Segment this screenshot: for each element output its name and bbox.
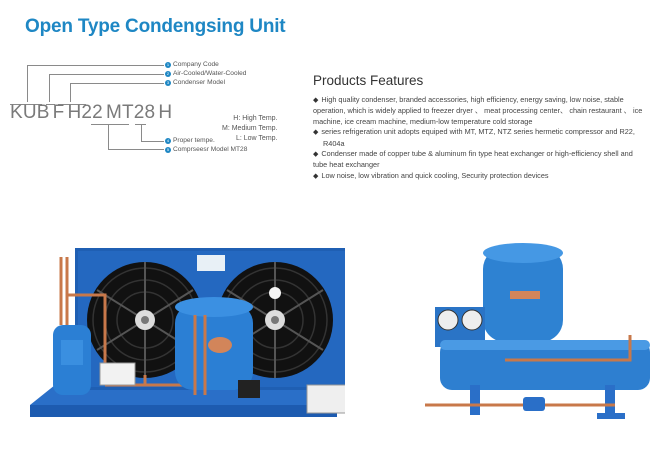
connector-line: [49, 74, 164, 75]
code-cooling: F: [52, 102, 65, 123]
number-badge-icon: 4: [165, 137, 171, 144]
code-temp: H: [158, 102, 173, 123]
diamond-bullet-icon: ◆: [313, 97, 319, 104]
connector-line: [27, 65, 164, 66]
code-company: KUB: [10, 102, 50, 123]
legend-proper-temp: 4 Proper tempe.: [165, 137, 215, 144]
temperature-key: H: High Temp. M: Medium Temp. L: Low Tem…: [222, 114, 278, 144]
overline: [46, 104, 55, 105]
number-badge-icon: 3: [165, 79, 171, 86]
page-title: Open Type Condengsing Unit: [25, 16, 286, 37]
underline: [135, 124, 146, 125]
number-badge-icon: 2: [165, 70, 171, 77]
connector-line: [70, 83, 71, 102]
code-compressor: MT28: [105, 102, 156, 123]
air-cooled-unit-image: [25, 245, 367, 430]
connector-line: [49, 74, 50, 102]
diamond-bullet-icon: ◆: [313, 151, 319, 159]
connector-line: [27, 65, 28, 102]
features-list: ◆High quality condenser, branded accesso…: [313, 95, 648, 182]
connector-line: [141, 125, 142, 142]
feature-item: ◆Low noise, low vibration and quick cool…: [313, 170, 549, 180]
product-features: Products Features ◆High quality condense…: [313, 73, 648, 182]
legend-company-code: 1 Company Code: [165, 61, 219, 68]
connector-line: [70, 83, 164, 84]
feature-item: ◆High quality condenser, branded accesso…: [313, 95, 643, 126]
connector-line: [108, 149, 164, 150]
temp-high: H: High Temp.: [233, 115, 278, 122]
code-condenser: H22: [67, 102, 103, 123]
overline: [10, 104, 42, 105]
overline: [58, 104, 86, 105]
legend-cooling-type: 2 Air-Cooled/Water-Cooled: [165, 70, 247, 77]
connector-line: [108, 125, 109, 150]
underline: [91, 124, 129, 125]
temp-low: L: Low Temp.: [235, 135, 278, 142]
legend-compressor-model: 5 Comprseesr Model MT28: [165, 146, 248, 153]
feature-item: ◆Condenser made of copper tube & aluminu…: [313, 149, 633, 170]
connector-line: [141, 141, 164, 142]
number-badge-icon: 1: [165, 61, 171, 68]
temp-medium: M: Medium Temp.: [222, 125, 278, 132]
water-cooled-unit-image: [415, 235, 650, 425]
feature-item: ◆series refrigeration unit adopts equipe…: [313, 127, 635, 148]
features-heading: Products Features: [313, 73, 424, 88]
legend-condenser-model: 3 Condenser Model: [165, 79, 226, 86]
number-badge-icon: 5: [165, 146, 171, 153]
diamond-bullet-icon: ◆: [313, 172, 319, 180]
diamond-bullet-icon: ◆: [313, 129, 319, 137]
